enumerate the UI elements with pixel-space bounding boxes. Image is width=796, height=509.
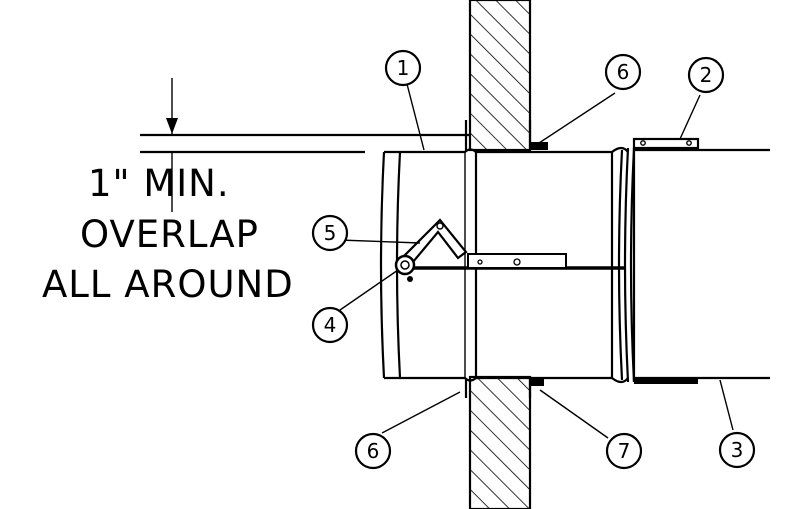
retaining-angles xyxy=(464,120,548,398)
callout-7: 7 xyxy=(605,432,643,470)
svg-text:7: 7 xyxy=(618,439,631,463)
callout-1: 1 xyxy=(384,49,422,87)
svg-text:4: 4 xyxy=(324,313,337,337)
svg-text:6: 6 xyxy=(617,60,630,84)
callout-2: 2 xyxy=(687,56,725,94)
svg-text:5: 5 xyxy=(324,221,337,245)
svg-text:6: 6 xyxy=(367,439,380,463)
svg-text:2: 2 xyxy=(700,63,713,87)
svg-text:3: 3 xyxy=(731,438,744,462)
svg-text:1: 1 xyxy=(397,56,410,80)
note-line-1: 1" MIN. xyxy=(88,162,230,205)
callout-6-top: 6 xyxy=(604,53,642,91)
wall-section xyxy=(468,0,532,509)
note-line-2: OVERLAP xyxy=(80,213,259,256)
damper-blade xyxy=(404,253,625,270)
note-line-3: ALL AROUND xyxy=(42,263,294,306)
callout-6-bottom: 6 xyxy=(354,432,392,470)
lever-assembly xyxy=(394,218,468,282)
overlap-dimension xyxy=(140,78,470,212)
duct xyxy=(634,148,770,380)
callout-4: 4 xyxy=(311,306,349,344)
callout-5: 5 xyxy=(311,214,349,252)
overlap-note: 1" MIN. OVERLAP ALL AROUND xyxy=(42,162,294,306)
strap xyxy=(632,137,700,384)
leader-lines xyxy=(338,83,734,439)
callout-3: 3 xyxy=(718,431,756,469)
damper-sleeve xyxy=(379,146,636,384)
wall-lower xyxy=(468,375,532,509)
wall-upper xyxy=(468,0,532,152)
